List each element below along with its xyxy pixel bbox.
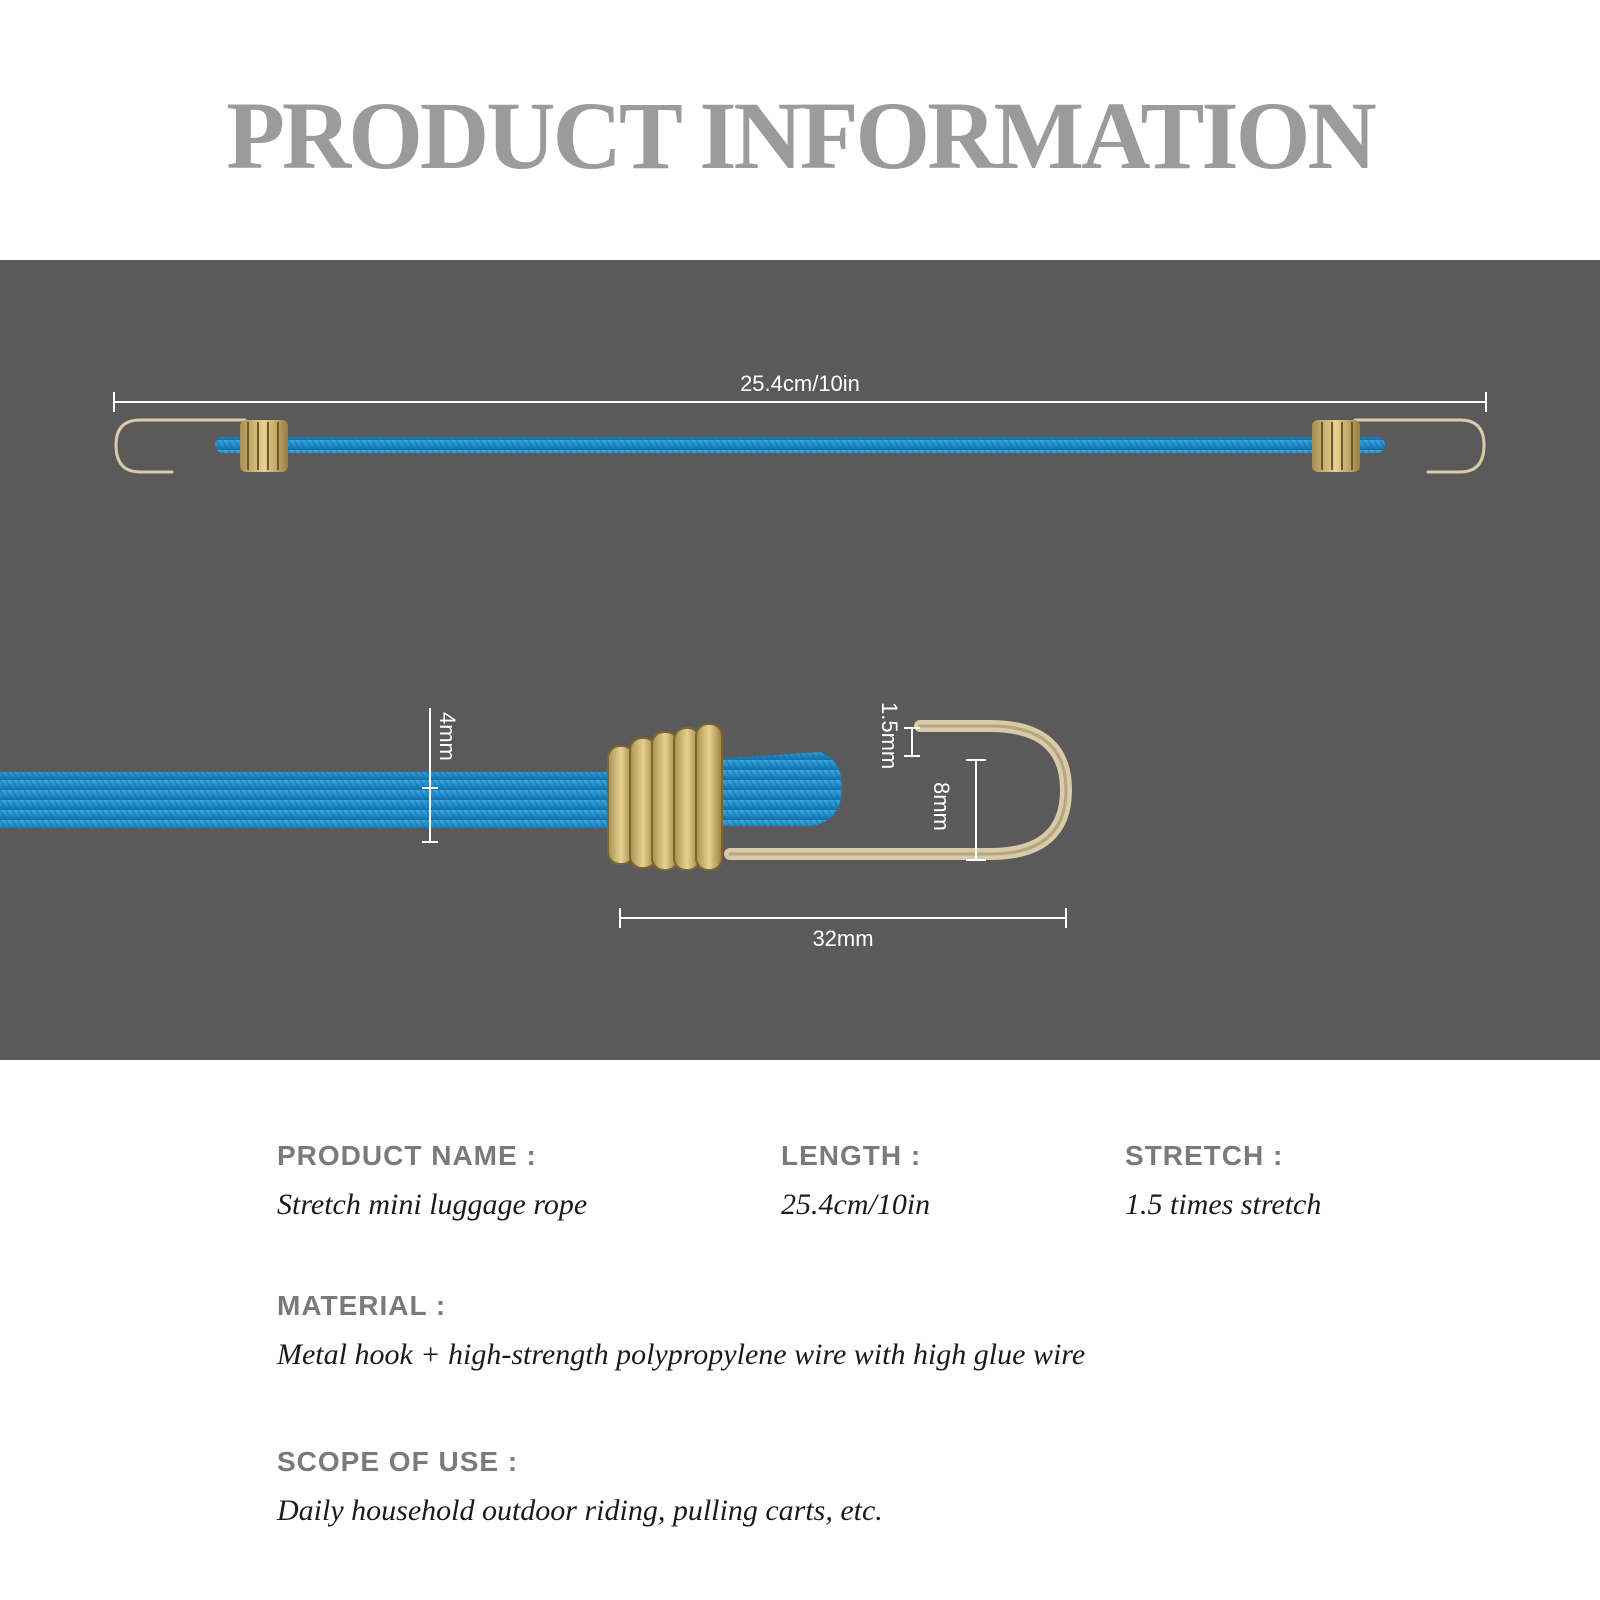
cord-diameter-dimension: 4mm xyxy=(422,708,460,843)
product-name-value: Stretch mini luggage rope xyxy=(277,1188,588,1221)
hook-opening-dimension: 8mm xyxy=(929,759,986,861)
hook-closeup: 4mm 1.5mm 8mm 32mm xyxy=(0,702,1073,951)
overall-length-dimension: 25.4cm/10in xyxy=(113,371,1487,412)
scope-label: SCOPE OF USE : xyxy=(277,1446,519,1477)
material-value: Metal hook + high-strength polypropylene… xyxy=(277,1338,1086,1371)
closeup-coil-icon xyxy=(607,723,723,871)
stretch-value: 1.5 times stretch xyxy=(1125,1188,1322,1221)
page-title: PRODUCT INFORMATION xyxy=(226,82,1376,189)
wire-thickness-label: 1.5mm xyxy=(877,702,902,769)
right-coil-icon xyxy=(1312,420,1360,472)
cord-body xyxy=(215,437,1385,453)
closeup-cord xyxy=(0,772,640,828)
hook-opening-label: 8mm xyxy=(929,782,954,831)
hook-length-label: 32mm xyxy=(812,926,873,951)
wire-thickness-dimension: 1.5mm xyxy=(877,702,920,769)
right-hook-icon xyxy=(1353,418,1486,474)
material-label: MATERIAL : xyxy=(277,1290,447,1321)
hook-length-dimension: 32mm xyxy=(619,908,1067,951)
left-coil-icon xyxy=(240,420,288,472)
product-diagram-panel: 25.4cm/10in xyxy=(0,260,1600,1060)
left-hook-icon xyxy=(114,418,247,474)
length-label: LENGTH : xyxy=(781,1140,922,1171)
stretch-label: STRETCH : xyxy=(1125,1140,1284,1171)
product-diagram: 25.4cm/10in xyxy=(0,371,1487,951)
full-bungee-cord xyxy=(114,418,1486,474)
overall-length-label: 25.4cm/10in xyxy=(740,371,860,396)
closeup-cord-tail xyxy=(700,752,842,826)
product-name-label: PRODUCT NAME : xyxy=(277,1140,537,1171)
scope-value: Daily household outdoor riding, pulling … xyxy=(277,1494,883,1527)
cord-diameter-label: 4mm xyxy=(435,712,460,761)
length-value: 25.4cm/10in xyxy=(781,1188,931,1221)
